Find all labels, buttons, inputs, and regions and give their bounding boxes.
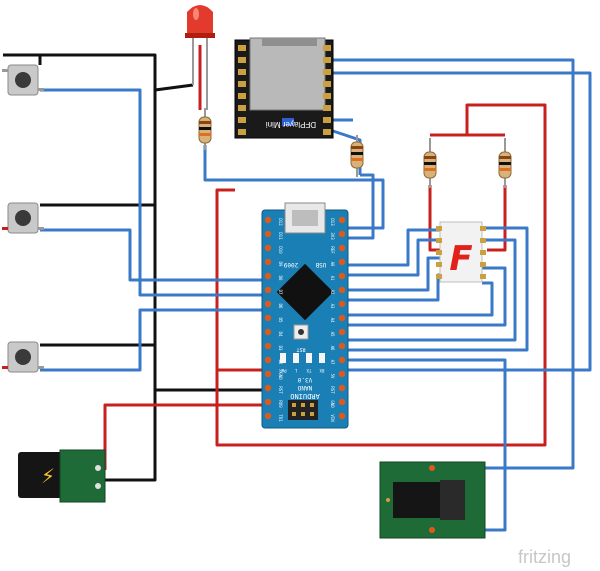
arduino-nano-board: USB 2009 RST ARDUINO NANO V3.0 PWR L TX … xyxy=(261,202,349,429)
display-pins-right xyxy=(480,226,486,279)
pin-label-right-8: A5 xyxy=(330,332,335,337)
pin-label-left-9: D3 xyxy=(278,346,283,351)
arduino-led-label-l: L xyxy=(294,368,297,373)
seven-segment-display: F xyxy=(436,221,486,283)
pin-label-left-12: RST xyxy=(278,386,283,394)
pin-label-left-10: D2 xyxy=(278,360,283,365)
pin-label-right-3: A0 xyxy=(330,262,335,267)
pin-label-left-3: D9 xyxy=(278,262,283,267)
arduino-right-pins xyxy=(338,216,346,420)
power-jack: ⚡ xyxy=(18,449,106,503)
arduino-left-pin-labels: D12 D11 D10 D9 D8 D7 D6 D5 D4 D3 D2 GND … xyxy=(278,218,283,422)
pin-label-left-1: D11 xyxy=(278,232,283,240)
pin-label-right-2: REF xyxy=(330,246,335,254)
pin-label-right-10: A7 xyxy=(330,360,335,365)
pin-label-right-14: VIN xyxy=(330,414,335,422)
pin-label-right-7: A4 xyxy=(330,318,335,323)
pin-label-left-2: D10 xyxy=(278,246,283,254)
arduino-model-label: NANO xyxy=(297,384,312,391)
arduino-year-label: 2009 xyxy=(283,261,298,268)
display-digit: F xyxy=(449,239,472,279)
resistor-display-left xyxy=(423,138,437,188)
push-button-1[interactable] xyxy=(2,64,44,96)
black-wires xyxy=(3,53,265,482)
pin-label-left-13: RX0 xyxy=(278,400,283,408)
resistor-dfplayer xyxy=(350,135,364,177)
arduino-version-label: V3.0 xyxy=(297,376,312,383)
pin-label-left-14: TX1 xyxy=(278,414,283,422)
pin-label-left-5: D7 xyxy=(278,290,283,295)
pin-label-right-1: 3V3 xyxy=(330,232,335,240)
pin-label-right-0: D13 xyxy=(330,218,335,226)
pin-label-right-5: A2 xyxy=(330,290,335,295)
red-wires xyxy=(103,45,547,470)
arduino-led-label-pwr: PWR xyxy=(279,368,287,373)
arduino-led-label-rx: RX xyxy=(319,368,324,373)
pin-label-right-12: RST xyxy=(330,386,335,394)
arduino-left-pins xyxy=(264,216,272,420)
resistor-display-right xyxy=(498,138,512,188)
arduino-right-pin-labels: D13 3V3 REF A0 A1 A2 A3 A4 A5 A6 A7 5V R… xyxy=(330,218,335,422)
arduino-rst-label: RST xyxy=(296,346,305,352)
fritzing-watermark: fritzing xyxy=(518,547,571,567)
pin-label-left-6: D6 xyxy=(278,304,283,309)
dfplayer-pins-left xyxy=(238,45,246,135)
pin-label-right-13: GND xyxy=(330,400,335,408)
dfplayer-pins-right xyxy=(323,45,331,135)
audio-jack xyxy=(379,461,486,539)
arduino-led-label-tx: TX xyxy=(306,368,311,373)
pin-label-left-0: D12 xyxy=(278,218,283,226)
dfplayer-label: DFPlayer Mini xyxy=(266,120,316,129)
arduino-usb-label: USB xyxy=(315,261,326,268)
pin-label-left-7: D5 xyxy=(278,318,283,323)
pin-label-right-4: A1 xyxy=(330,276,335,281)
pin-label-left-8: D4 xyxy=(278,332,283,337)
pin-label-right-11: 5V xyxy=(330,374,335,379)
display-pins-left xyxy=(436,226,442,279)
dfplayer-mini-module: DFPlayer Mini xyxy=(234,37,334,139)
pin-label-right-6: A3 xyxy=(330,304,335,309)
power-jack-bolt-icon: ⚡ xyxy=(41,464,55,488)
resistor-led xyxy=(198,108,212,150)
pin-label-right-9: A6 xyxy=(330,346,335,351)
push-button-3[interactable] xyxy=(2,341,44,373)
pin-label-left-4: D8 xyxy=(278,276,283,281)
arduino-brand-label: ARDUINO xyxy=(290,392,320,400)
push-button-2[interactable] xyxy=(2,202,44,234)
red-led xyxy=(185,5,215,110)
pin-label-left-11: GND xyxy=(278,372,283,380)
